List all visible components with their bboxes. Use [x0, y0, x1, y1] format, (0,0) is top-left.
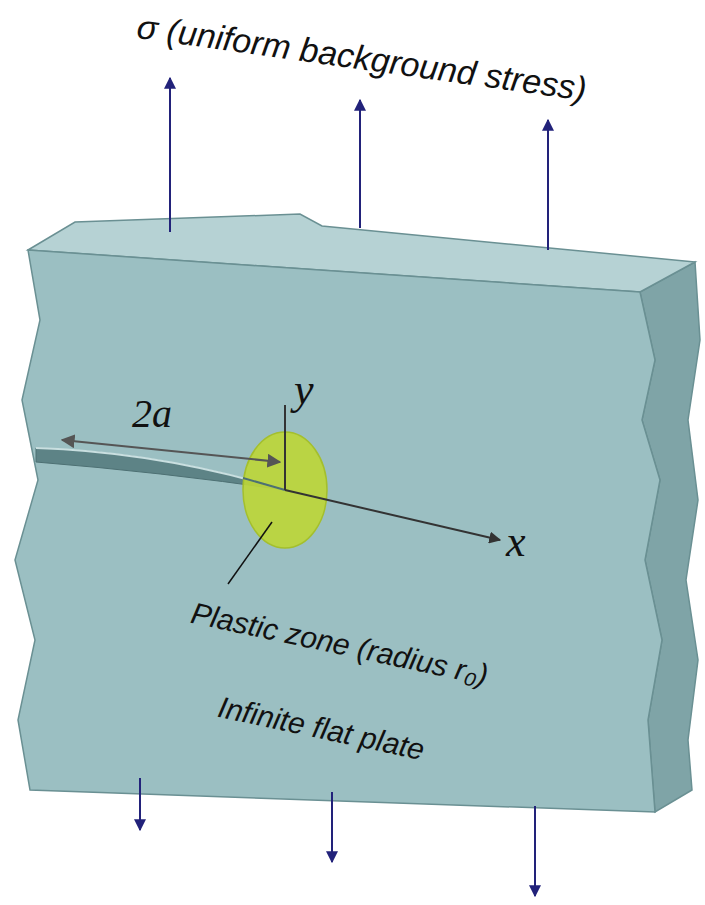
leader-line	[228, 522, 272, 584]
crack-length-dimension	[62, 440, 280, 462]
crack-tip	[243, 478, 285, 490]
x-axis	[285, 490, 500, 540]
y-axis	[284, 405, 286, 490]
stress-arrow	[331, 792, 333, 862]
plate-front-face	[15, 250, 662, 812]
stress-arrow	[169, 78, 171, 232]
stress-arrow	[139, 778, 141, 830]
stress-arrow	[534, 806, 536, 896]
dimension-label: 2a	[132, 392, 172, 436]
axis-label: x	[506, 518, 526, 566]
stress-arrow	[547, 120, 549, 250]
stress-arrow	[359, 100, 361, 228]
stress-label: σ (uniform background stress)	[135, 8, 589, 108]
axis-label: y	[294, 366, 314, 414]
